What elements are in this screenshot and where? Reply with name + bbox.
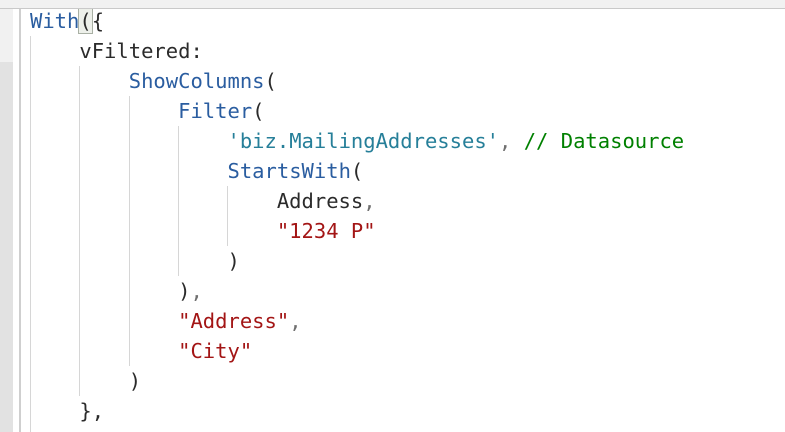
code-line[interactable]: ) [30, 366, 684, 396]
code-token-punct: ( [79, 9, 92, 33]
code-token-string: "1234 P" [276, 219, 376, 243]
code-token-plain: vFiltered: [79, 39, 203, 63]
code-line[interactable]: "Address", [30, 306, 684, 336]
code-line[interactable]: ), [30, 276, 684, 306]
indent-whitespace [30, 99, 178, 123]
indent-whitespace [30, 189, 277, 213]
indent-whitespace [30, 219, 277, 243]
code-token-comment: // Datasource [523, 129, 685, 153]
code-line[interactable]: "1234 P" [30, 216, 684, 246]
scrollbar-thumb[interactable] [0, 62, 13, 432]
code-token-punct: ( [252, 99, 265, 123]
code-token-fn: With [30, 9, 80, 33]
indent-guide [79, 66, 81, 396]
code-token-punct: ) [178, 279, 191, 303]
code-line[interactable]: 'biz.MailingAddresses', // Datasource [30, 126, 684, 156]
code-token-string: "Address" [178, 309, 290, 333]
indent-whitespace [30, 339, 178, 363]
code-line[interactable]: ) [30, 246, 684, 276]
code-line[interactable]: vFiltered: [30, 36, 684, 66]
indent-guide [178, 126, 180, 276]
code-token-comma: , [289, 309, 302, 333]
code-token-fn: StartsWith [227, 159, 351, 183]
code-token-punct: }, [79, 399, 105, 423]
indent-whitespace [30, 399, 79, 423]
indent-whitespace [511, 129, 523, 153]
code-line[interactable]: ShowColumns( [30, 66, 684, 96]
indent-guide [30, 36, 31, 432]
code-token-punct: ( [350, 159, 364, 183]
code-token-punct: ) [227, 249, 240, 273]
formula-editor[interactable]: With({ vFiltered: ShowColumns( Filter( '… [21, 0, 785, 432]
indent-whitespace [30, 279, 178, 303]
code-area[interactable]: With({ vFiltered: ShowColumns( Filter( '… [21, 6, 684, 426]
code-token-punct: ( [264, 69, 277, 93]
code-token-fn: Filter [178, 99, 253, 123]
indent-guide [227, 186, 229, 246]
left-scrollbar-rail[interactable] [0, 9, 13, 432]
indent-whitespace [30, 309, 178, 333]
code-line[interactable]: With({ [30, 6, 684, 36]
code-token-comma: , [499, 129, 512, 153]
code-token-plain: Address [276, 189, 364, 213]
code-token-punct: ) [128, 369, 142, 393]
code-line[interactable]: "City" [30, 336, 684, 366]
code-line[interactable]: Address, [30, 186, 684, 216]
code-line[interactable]: StartsWith( [30, 156, 684, 186]
code-token-entity: 'biz.MailingAddresses' [227, 129, 500, 153]
code-line[interactable]: Filter( [30, 96, 684, 126]
editor-left-border [19, 9, 21, 432]
code-token-comma: , [363, 189, 376, 213]
code-line[interactable]: }, [30, 396, 684, 426]
code-token-string: "City" [178, 339, 253, 363]
code-token-fn: ShowColumns [128, 69, 265, 93]
indent-guide [128, 96, 130, 366]
code-token-comma: , [190, 279, 203, 303]
top-bar [0, 0, 785, 9]
code-token-punct: { [91, 9, 105, 33]
indent-whitespace [30, 39, 79, 63]
